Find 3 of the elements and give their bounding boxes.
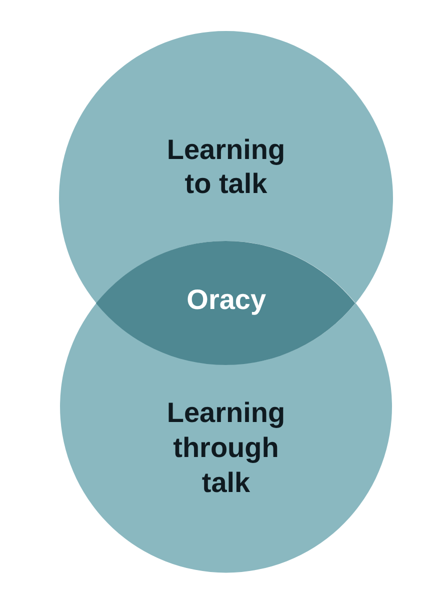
circle-label: Learning to talk — [166, 133, 286, 201]
circle-label: Learning through talk — [166, 396, 286, 500]
overlap-label: Oracy — [186, 283, 268, 317]
